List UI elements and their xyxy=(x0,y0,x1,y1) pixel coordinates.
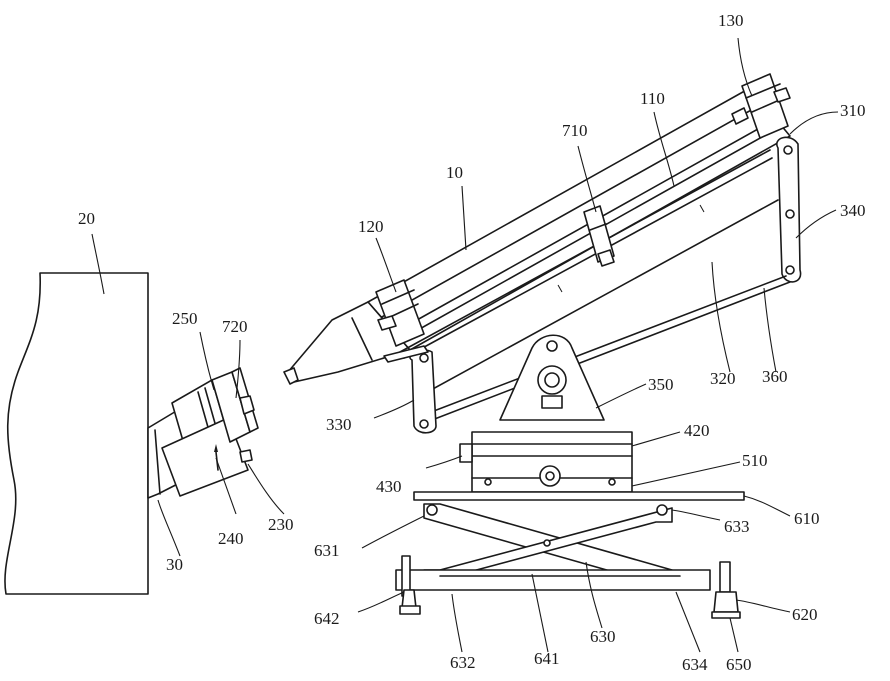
label-20: 20 xyxy=(78,209,95,228)
label-430: 430 xyxy=(376,477,402,496)
pivot-mount-350 xyxy=(500,335,604,420)
label-10: 10 xyxy=(446,163,463,182)
label-320: 320 xyxy=(710,369,736,388)
wall-structure-20 xyxy=(5,273,148,594)
connector-30 xyxy=(148,368,258,498)
label-710: 710 xyxy=(562,121,588,140)
label-720: 720 xyxy=(222,317,248,336)
label-310: 310 xyxy=(840,101,866,120)
label-230: 230 xyxy=(268,515,294,534)
link-330 xyxy=(384,346,436,433)
label-420: 420 xyxy=(684,421,710,440)
label-130: 130 xyxy=(718,11,744,30)
label-633: 633 xyxy=(724,517,750,536)
label-360: 360 xyxy=(762,367,788,386)
label-632: 632 xyxy=(450,653,476,672)
label-350: 350 xyxy=(648,375,674,394)
label-650: 650 xyxy=(726,655,752,674)
label-631: 631 xyxy=(314,541,340,560)
label-340: 340 xyxy=(840,201,866,220)
label-642: 642 xyxy=(314,609,340,628)
label-634: 634 xyxy=(682,655,708,674)
label-510: 510 xyxy=(742,451,768,470)
label-250: 250 xyxy=(172,309,198,328)
platform-610 xyxy=(414,492,744,500)
label-610: 610 xyxy=(794,509,820,528)
label-240: 240 xyxy=(218,529,244,548)
label-30: 30 xyxy=(166,555,183,574)
label-641: 641 xyxy=(534,649,560,668)
label-630: 630 xyxy=(590,627,616,646)
main-tube-10 xyxy=(284,88,790,384)
bottom-base-641 xyxy=(396,556,740,618)
label-120: 120 xyxy=(358,217,384,236)
label-330: 330 xyxy=(326,415,352,434)
label-620: 620 xyxy=(792,605,818,624)
base-block-420 xyxy=(460,432,632,492)
label-110: 110 xyxy=(640,89,665,108)
